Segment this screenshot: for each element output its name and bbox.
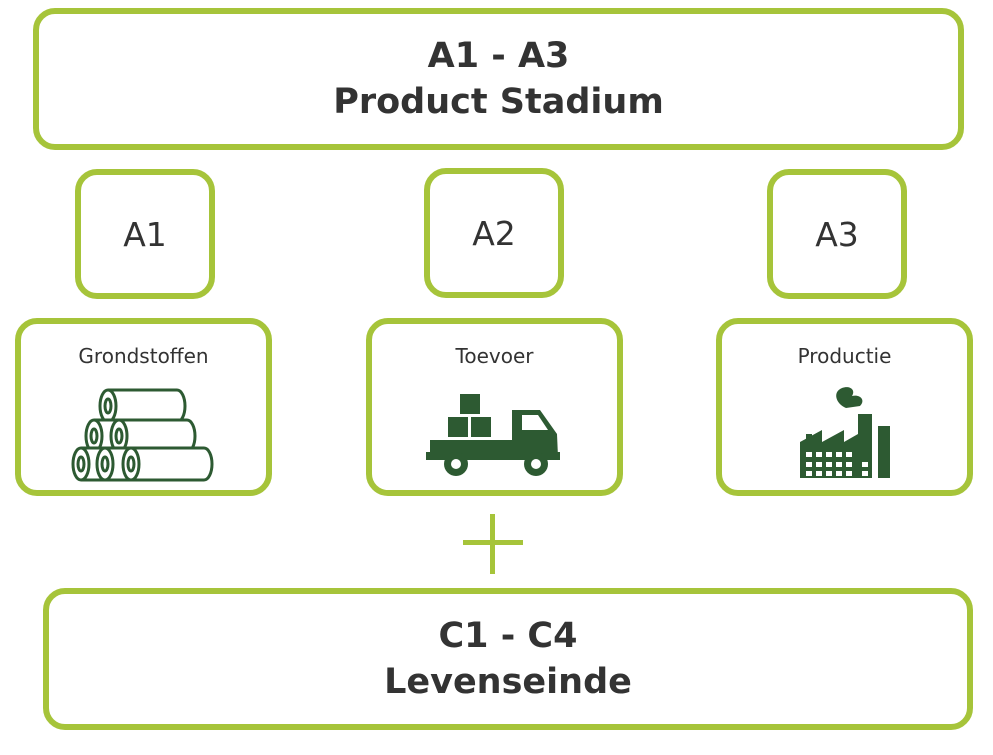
factory-icon xyxy=(799,387,890,478)
stage-label-toevoer: Toevoer xyxy=(455,344,534,368)
product-stadium-title: Product Stadium xyxy=(333,82,664,122)
code-box-a3: A3 xyxy=(767,169,907,299)
stage-box-productie: Productie xyxy=(716,318,973,496)
plus-icon xyxy=(463,514,523,574)
product-stadium-box: A1 - A3 Product Stadium xyxy=(33,8,964,150)
code-label-a3: A3 xyxy=(815,214,859,254)
plus-vertical-bar xyxy=(490,514,495,574)
stage-label-grondstoffen: Grondstoffen xyxy=(78,344,209,368)
product-stadium-code: A1 - A3 xyxy=(427,36,570,76)
logs-icon xyxy=(71,388,213,482)
code-label-a1: A1 xyxy=(123,214,167,254)
levenseinde-box: C1 - C4 Levenseinde xyxy=(43,588,973,730)
levenseinde-code: C1 - C4 xyxy=(438,616,578,656)
stage-label-productie: Productie xyxy=(797,344,892,368)
stage-box-toevoer: Toevoer xyxy=(366,318,623,496)
stage-box-grondstoffen: Grondstoffen xyxy=(15,318,272,496)
code-label-a2: A2 xyxy=(472,213,516,253)
code-box-a1: A1 xyxy=(75,169,215,299)
levenseinde-title: Levenseinde xyxy=(384,662,632,702)
code-box-a2: A2 xyxy=(424,168,564,298)
truck-icon xyxy=(425,394,560,476)
